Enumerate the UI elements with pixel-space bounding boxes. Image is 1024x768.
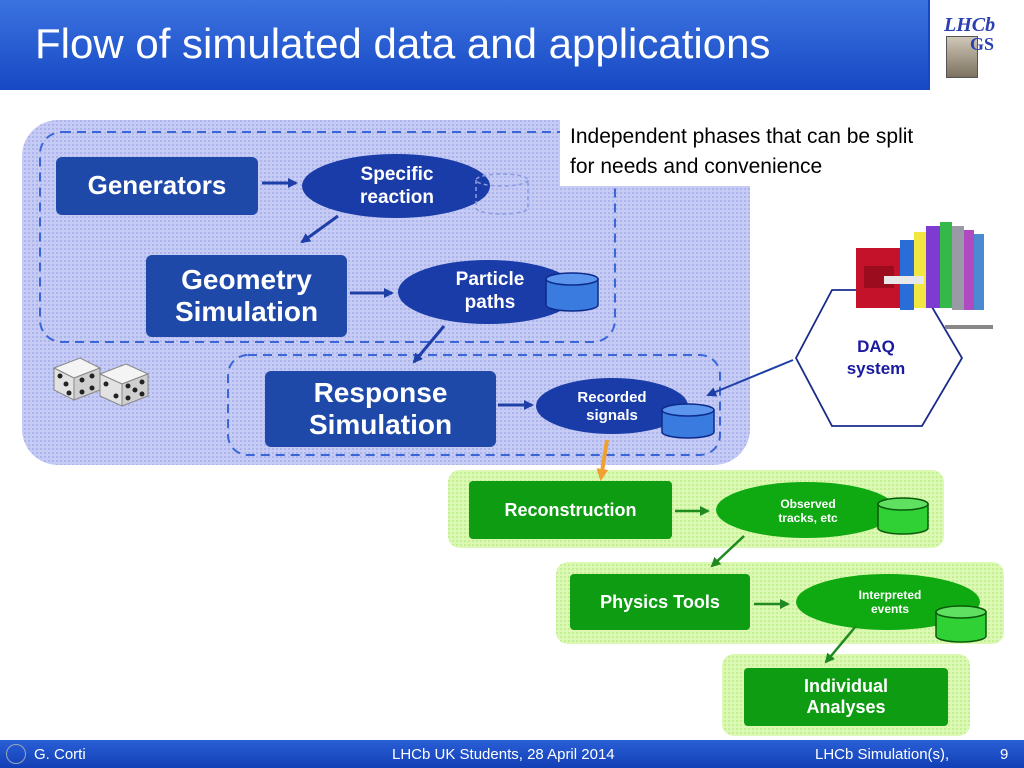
recorded-signals-label: Recorded signals [577,389,647,424]
footer-author: G. Corti [34,746,86,763]
arrow-events-to-analyses [824,625,857,664]
arrow-signals-to-reconstruction [596,439,609,481]
individual-analyses-box [744,668,948,726]
physics-tools-box [570,574,750,630]
logo-text: LHCb [944,14,996,36]
empty-cylinder-icon [475,173,529,215]
portrait-icon [946,36,978,78]
response-simulation-box [265,371,496,447]
lhcb-gauss-logo: LHCb GS [928,0,1024,90]
slide-title: Flow of simulated data and applications [35,20,771,67]
particle-paths-cylinder-icon [545,272,599,312]
interpreted-events-label: Interpreted events [858,587,922,616]
lhcb-detector-icon [856,222,993,329]
flow-diagram [22,120,1004,736]
interpreted-events-cylinder-icon [935,605,987,643]
geometry-simulation-label: Geometry Simulation [174,263,319,327]
response-simulation-label: Response Simulation [308,376,453,440]
observed-tracks-cylinder-icon [877,497,929,535]
observed-tracks-oval [716,482,896,538]
slide-header: Flow of simulated data and applications [0,0,1024,90]
specific-reaction-label: Specific reaction [360,164,434,208]
interpreted-events-oval [796,574,980,630]
observed-tracks-label: Observed tracks, etc [778,496,838,525]
footer-topic: LHCb Simulation(s), [815,746,950,763]
arrow-daq-to-signals [706,359,794,397]
cern-logo-icon [6,744,26,764]
recorded-signals-oval [536,378,688,434]
arrow-tracks-to-physics [710,535,745,568]
response-phase [227,354,721,456]
slide-footer: G. Corti LHCb UK Students, 28 April 2014… [0,740,1024,768]
recorded-signals-cylinder-icon [661,403,715,439]
generators-box [56,157,258,215]
specific-reaction-oval [302,154,490,218]
physics-tools-label: Physics Tools [600,591,720,612]
reconstruction-label: Reconstruction [504,499,637,520]
daq-system-label: DAQ system [846,337,906,379]
arrow-reaction-to-geometry [300,214,339,244]
dice-icon [52,357,150,407]
particle-paths-oval [398,260,578,324]
particle-paths-label: Particle paths [455,269,525,313]
generators-label: Generators [87,170,227,201]
generator-geometry-phase [39,131,616,343]
footer-event: LHCb UK Students, 28 April 2014 [392,746,615,763]
phases-note: Independent phases that can be split for… [560,120,990,186]
individual-analyses-label: Individual Analyses [803,676,888,717]
arrow-paths-to-response [412,325,446,364]
logo-sub: GS [970,34,995,54]
reconstruction-box [469,481,672,539]
footer-page-number: 9 [1000,746,1009,763]
geometry-simulation-box [146,255,347,337]
